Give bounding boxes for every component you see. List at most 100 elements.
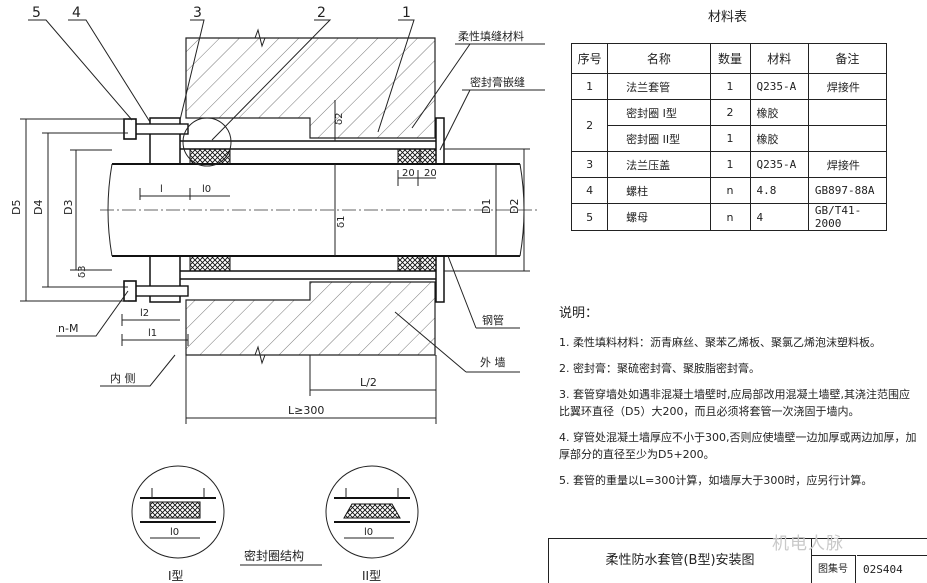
atlas-label: 图集号 (811, 555, 856, 583)
nut (123, 118, 137, 140)
cell-no: 2 (570, 99, 609, 152)
cell-qty: 1 (709, 151, 751, 178)
table-row: 4 螺柱 n 4.8 GB897-88A (570, 177, 888, 204)
dim-delta2: δ2 (334, 113, 345, 125)
dim-nM: n-M (58, 322, 78, 335)
col-note: 备注 (807, 43, 888, 74)
dim-l1: l1 (148, 328, 157, 339)
detail-l0-b: l0 (364, 527, 373, 538)
callout-labels: 5 4 3 2 1 (32, 5, 411, 21)
dim-D3: D3 (62, 200, 75, 215)
label-outer-wall: 外 墙 (480, 355, 506, 369)
steel-pipe (112, 163, 520, 257)
callout-4: 4 (72, 5, 81, 21)
seal-structure-caption: 密封圈结构 (244, 548, 304, 563)
materials-table: 序号 名称 数量 材料 备注 1 法兰套管 1 Q235-A 焊接件 2 密封圈… (570, 43, 888, 231)
cell-material: 橡胶 (749, 99, 809, 126)
cell-note (807, 125, 888, 152)
bolt-stud (127, 285, 189, 297)
wall-lower (185, 281, 436, 356)
table-row: 密封圈 II型 1 橡胶 (572, 125, 888, 152)
label-steel-pipe: 钢管 (482, 313, 504, 327)
atlas-number: 02S404 (857, 555, 927, 583)
seal-ring (189, 255, 231, 272)
col-no: 序号 (570, 43, 609, 74)
callout-2: 2 (317, 5, 326, 21)
cell-no: 5 (570, 203, 609, 231)
table-row: 2 密封圈 I型 2 橡胶 (570, 99, 888, 152)
watermark: 机电人脉 (772, 534, 844, 554)
cell-note: GB897-88A (807, 177, 888, 204)
col-material: 材料 (749, 43, 809, 74)
cell-qty: n (709, 203, 751, 231)
col-name: 名称 (607, 43, 711, 74)
seal-ring (189, 148, 231, 165)
detail-type2-label: II型 (362, 569, 381, 583)
title-block: 柔性防水套管(B型)安装图 图集号 02S404 (548, 538, 927, 583)
dim-l: l (160, 184, 163, 195)
note-item: 4. 穿管处混凝土墙厚应不小于300,否则应使墙壁一边加厚或两边加厚，加厚部分的… (559, 431, 917, 461)
sealant-joint (419, 255, 437, 272)
dim-D1: D1 (480, 199, 493, 214)
dim-Lhalf: L/2 (360, 376, 377, 389)
detail-l0-a: l0 (170, 527, 179, 538)
cell-qty: 1 (709, 125, 751, 152)
cell-no: 4 (570, 177, 609, 204)
flange-outer (435, 255, 445, 303)
cell-name: 法兰压盖 (607, 151, 711, 178)
flange-outer (435, 117, 445, 165)
seal-ring (397, 255, 421, 272)
dim-20a: 20 (402, 168, 415, 179)
note-item: 1. 柔性填料材料：沥青麻丝、聚苯乙烯板、聚氯乙烯泡沫塑料板。 (559, 336, 881, 349)
cell-material: 4.8 (749, 177, 809, 204)
dim-delta1: δ1 (336, 216, 347, 228)
cell-no: 1 (570, 73, 609, 100)
cell-name: 密封圈 I型 (607, 99, 711, 126)
notes-heading: 说明： (559, 306, 599, 321)
cell-material: 橡胶 (749, 125, 809, 152)
cell-qty: 2 (709, 99, 751, 126)
cell-material: Q235-A (749, 73, 809, 100)
dim-D5: D5 (10, 200, 23, 215)
cell-name: 螺柱 (607, 177, 711, 204)
col-qty: 数量 (709, 43, 751, 74)
callout-1: 1 (402, 5, 411, 21)
notes-section: 说明： 1. 柔性填料材料：沥青麻丝、聚苯乙烯板、聚氯乙烯泡沫塑料板。 2. 密… (559, 305, 919, 498)
dim-20b: 20 (424, 168, 437, 179)
wall-upper (185, 37, 436, 139)
seal-detail-type2: l0 II型 (325, 465, 419, 583)
seal-ring (397, 148, 421, 165)
note-item: 3. 套管穿墙处如遇非混凝土墙壁时,应局部改用混凝土墙壁,其浇注范围应比翼环直径… (559, 388, 910, 418)
table-header-row: 序号 名称 数量 材料 备注 (570, 43, 888, 74)
label-filler: 柔性填缝材料 (458, 29, 524, 43)
cell-material: 4 (749, 203, 809, 231)
cell-note: 焊接件 (807, 151, 888, 178)
table-title: 材料表 (708, 10, 748, 25)
dim-l0: l0 (202, 184, 211, 195)
dim-delta3: δ3 (77, 266, 88, 278)
cell-no: 3 (570, 151, 609, 178)
dim-l2: l2 (140, 308, 149, 319)
drawing-title: 柔性防水套管(B型)安装图 (549, 539, 812, 583)
cell-qty: n (709, 177, 751, 204)
sleeve-upper (174, 140, 438, 150)
table-row: 3 法兰压盖 1 Q235-A 焊接件 (570, 151, 888, 178)
callout-3: 3 (193, 5, 202, 21)
note-item: 2. 密封膏：聚硫密封膏、聚胺脂密封膏。 (559, 362, 760, 375)
cell-material: Q235-A (749, 151, 809, 178)
callout-5: 5 (32, 5, 41, 21)
note-item: 5. 套管的重量以L=300计算，如墙厚大于300时，应另行计算。 (559, 474, 873, 487)
dimensions: D5 D4 D3 D1 D2 δ1 δ2 δ3 l l0 20 20 l2 l1… (10, 100, 530, 424)
dim-L: L≥300 (288, 404, 324, 417)
nut (123, 280, 137, 302)
seal-detail-type1: l0 I型 (131, 465, 225, 583)
label-sealant: 密封膏嵌缝 (470, 75, 525, 89)
label-inner-side: 内 侧 (110, 371, 136, 385)
cell-name: 螺母 (607, 203, 711, 231)
table-row: 1 法兰套管 1 Q235-A 焊接件 (570, 73, 888, 100)
cell-note (807, 99, 888, 126)
cell-name: 密封圈 II型 (607, 125, 711, 152)
detail-type1-label: I型 (168, 569, 184, 583)
sealant-joint (419, 148, 437, 165)
